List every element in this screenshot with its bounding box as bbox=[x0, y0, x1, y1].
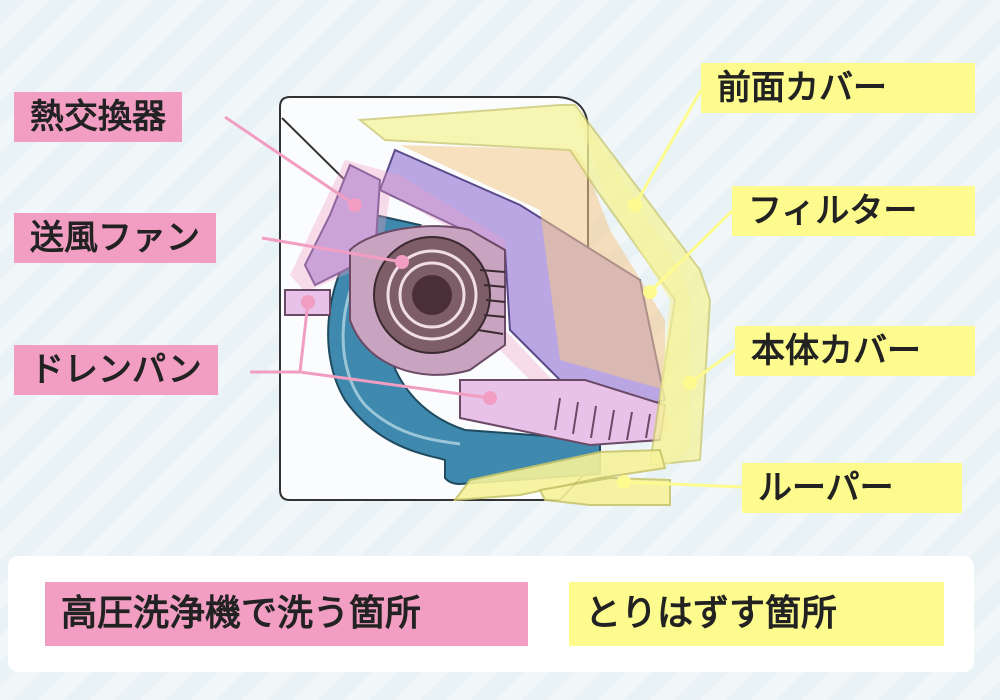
dot-front bbox=[628, 198, 642, 212]
yellow-leader-lines bbox=[623, 89, 743, 489]
fan-ring-1 bbox=[386, 249, 478, 341]
dot-fan bbox=[395, 255, 409, 269]
label-heat-exchanger: 熱交換器 bbox=[14, 92, 182, 142]
body-cover-shape bbox=[575, 105, 690, 470]
legend-removable-parts: とりはずす箇所 bbox=[569, 582, 944, 646]
label-louver: ルーパー bbox=[742, 463, 962, 513]
fan-assembly bbox=[349, 225, 506, 376]
dot-drain-left bbox=[301, 295, 315, 309]
dot-body bbox=[683, 376, 697, 390]
fan-hub bbox=[412, 275, 452, 315]
louver-shapes bbox=[452, 448, 671, 506]
label-filter: フィルター bbox=[732, 186, 975, 236]
dot-heat bbox=[348, 198, 362, 212]
dot-drain-right bbox=[483, 391, 497, 405]
legend-wash-parts: 高圧洗浄機で洗う箇所 bbox=[45, 582, 528, 646]
pink-leader-lines bbox=[224, 115, 491, 400]
drain-pan-vents bbox=[554, 397, 651, 441]
dot-louver bbox=[617, 475, 631, 489]
label-fan: 送風ファン bbox=[14, 213, 216, 263]
label-drain-pan: ドレンパン bbox=[14, 345, 218, 395]
filter-shape bbox=[400, 145, 665, 390]
label-front-cover: 前面カバー bbox=[701, 63, 975, 113]
label-body-cover: 本体カバー bbox=[735, 326, 975, 376]
dot-filter bbox=[643, 285, 657, 299]
fan-blades bbox=[477, 269, 506, 335]
